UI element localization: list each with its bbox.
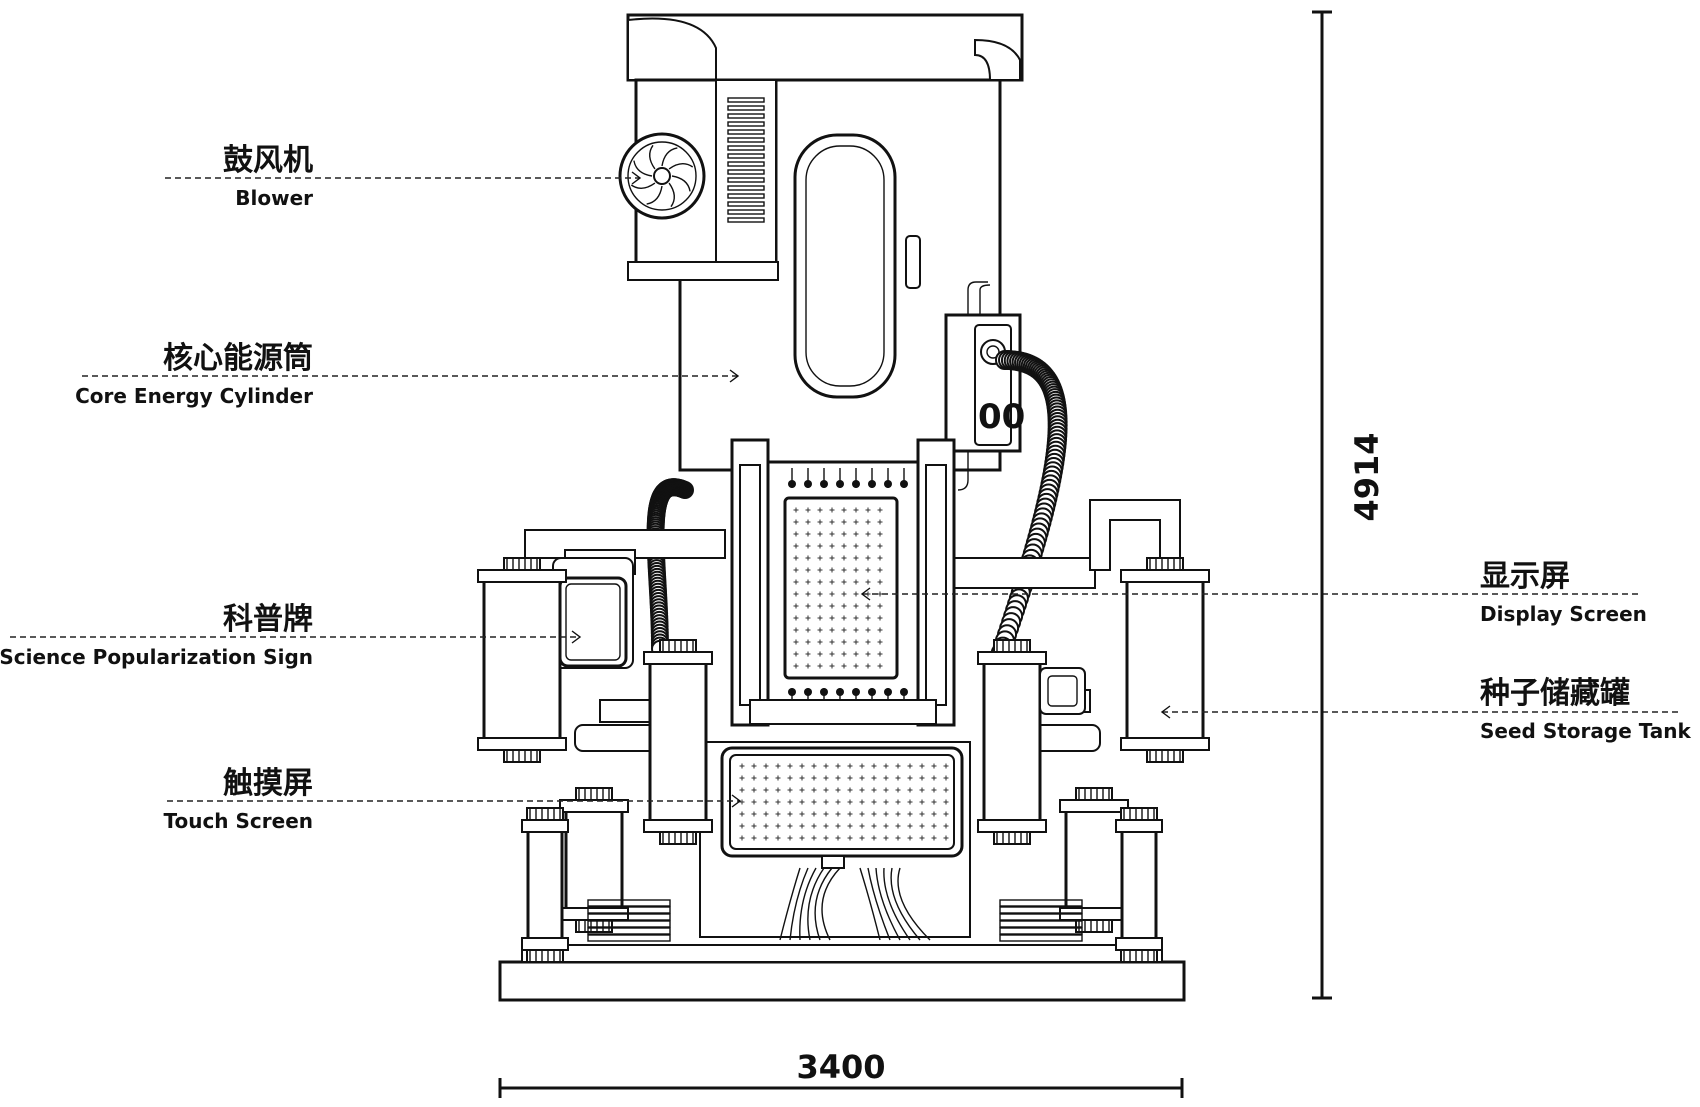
display-screen — [783, 496, 899, 680]
core-window — [793, 133, 897, 399]
base-plinth — [498, 960, 1186, 1002]
dimension-width-value: 3400 — [796, 1048, 885, 1086]
label-blower-en: Blower — [235, 186, 313, 210]
label-blower: 鼓风机 Blower — [223, 143, 313, 210]
display-frame — [730, 438, 956, 727]
svg-text:00: 00 — [978, 397, 1025, 437]
flexible-hose-left — [646, 478, 694, 658]
blower-unit — [618, 13, 1024, 281]
label-seed-cn: 种子储藏罐 — [1480, 676, 1630, 711]
label-touch-cn: 触摸屏 — [223, 766, 313, 801]
science-sign — [552, 557, 634, 669]
label-touch: 触摸屏 Touch Screen — [163, 766, 313, 833]
label-core-cn: 核心能源筒 — [163, 341, 313, 376]
core-handle — [905, 235, 921, 289]
label-seed: 种子储藏罐 Seed Storage Tank — [1480, 676, 1692, 743]
label-sign-cn: 科普牌 — [223, 602, 313, 637]
display-pins-top — [788, 468, 908, 488]
fan-icon — [618, 132, 706, 220]
label-blower-cn: 鼓风机 — [223, 143, 313, 178]
label-sign-en: Science Popularization Sign — [0, 645, 313, 669]
dimension-height: 4914 — [1312, 10, 1386, 1000]
touch-screen-unit — [699, 741, 971, 941]
label-core-en: Core Energy Cylinder — [75, 384, 313, 408]
dimension-width: 3400 — [498, 1048, 1184, 1098]
seed-storage-tanks — [477, 557, 1210, 963]
dimension-height-value: 4914 — [1348, 432, 1386, 521]
base-deck — [521, 944, 1163, 963]
blower-vents — [727, 97, 765, 223]
flexible-hose-right — [990, 350, 1068, 663]
leader-lines — [10, 171, 1682, 808]
label-display-cn: 显示屏 — [1480, 559, 1570, 594]
label-sign: 科普牌 Science Popularization Sign — [0, 602, 313, 669]
label-touch-en: Touch Screen — [163, 809, 313, 833]
label-core: 核心能源筒 Core Energy Cylinder — [75, 341, 313, 408]
label-seed-en: Seed Storage Tank — [1480, 719, 1692, 743]
label-display-en: Display Screen — [1480, 602, 1647, 626]
label-display: 显示屏 Display Screen — [1480, 559, 1647, 626]
